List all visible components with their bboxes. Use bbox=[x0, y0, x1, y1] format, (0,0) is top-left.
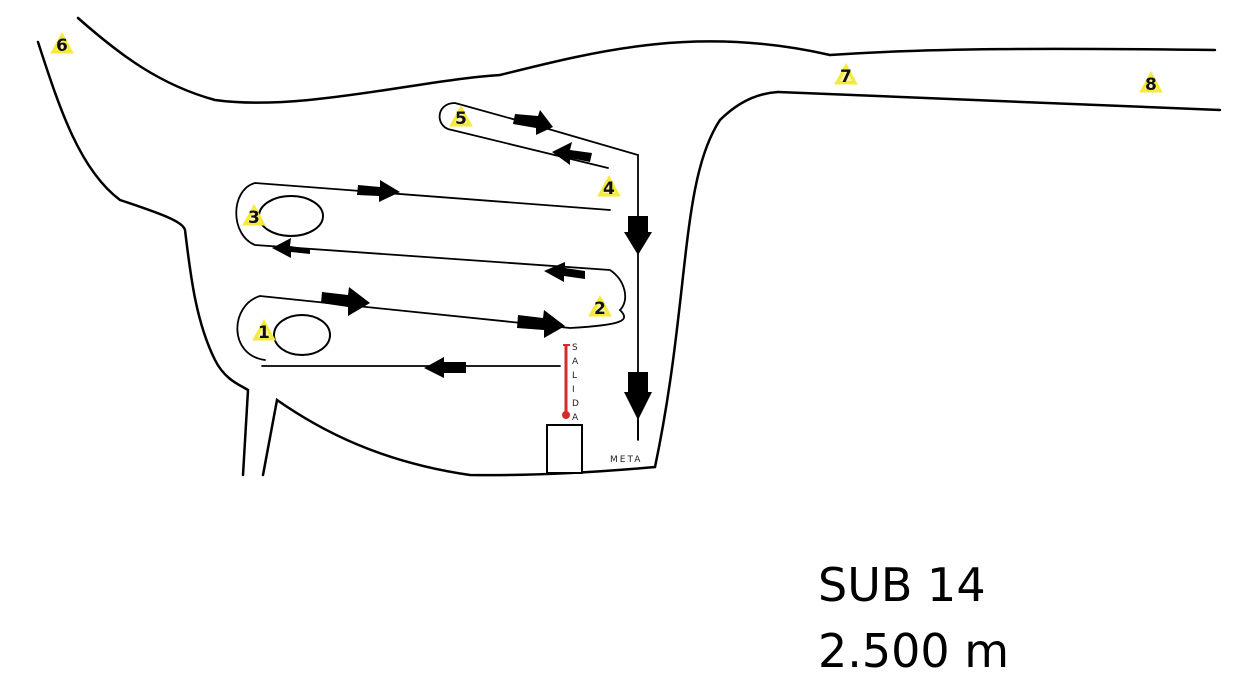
checkpoint-8: 8 bbox=[1139, 71, 1163, 95]
obstacle-oval-1 bbox=[273, 314, 331, 356]
direction-arrows bbox=[272, 110, 652, 420]
upper-road-top-edge bbox=[76, 16, 1217, 104]
svg-text:5: 5 bbox=[455, 109, 467, 129]
loop-5-segment bbox=[438, 102, 639, 169]
checkpoint-1: 1 bbox=[252, 319, 276, 343]
arrow-icon bbox=[517, 310, 565, 338]
start-letter: A bbox=[572, 413, 580, 423]
arrow-icon bbox=[357, 180, 400, 202]
arrow-icon bbox=[272, 238, 310, 258]
start-letter: S bbox=[572, 343, 580, 353]
checkpoint-5: 5 bbox=[449, 105, 473, 129]
distance-label: 2.500 m bbox=[818, 624, 1010, 678]
arrow-icon bbox=[424, 357, 466, 378]
svg-text:8: 8 bbox=[1145, 75, 1157, 95]
arrow-icon bbox=[513, 110, 553, 135]
race-info: SUB 14 2.500 m bbox=[818, 552, 1009, 684]
upper-road-bottom-edge bbox=[776, 90, 1222, 112]
field-left-boundary bbox=[36, 40, 250, 477]
svg-text:3: 3 bbox=[248, 208, 260, 228]
start-label: S A L I D A bbox=[572, 343, 581, 423]
checkpoint-4: 4 bbox=[597, 175, 621, 199]
terrain-outline bbox=[36, 16, 1222, 477]
checkpoint-7: 7 bbox=[834, 63, 858, 87]
arrow-icon bbox=[544, 262, 585, 282]
start-letter: L bbox=[572, 371, 579, 381]
path-exit-edge bbox=[261, 397, 657, 477]
svg-text:4: 4 bbox=[603, 179, 615, 199]
svg-text:1: 1 bbox=[258, 323, 270, 343]
svg-text:2: 2 bbox=[594, 299, 606, 319]
arrow-icon bbox=[624, 372, 652, 420]
arrow-icon bbox=[321, 287, 370, 316]
field-right-boundary bbox=[653, 90, 780, 469]
svg-text:7: 7 bbox=[840, 67, 852, 87]
course-route bbox=[235, 102, 639, 441]
start-marker bbox=[562, 344, 570, 419]
checkpoint-3: 3 bbox=[242, 204, 266, 228]
arrow-icon bbox=[552, 142, 592, 165]
svg-text:6: 6 bbox=[56, 36, 68, 56]
arrow-icon bbox=[624, 216, 652, 255]
loop-1-segment bbox=[236, 295, 625, 361]
checkpoint-6: 6 bbox=[50, 32, 74, 56]
category-label: SUB 14 bbox=[818, 558, 986, 612]
loop-3-segment bbox=[235, 182, 627, 311]
start-letter: I bbox=[572, 385, 577, 395]
checkpoint-2: 2 bbox=[588, 295, 612, 319]
finish-box bbox=[546, 424, 583, 474]
start-letter: D bbox=[572, 399, 581, 409]
finish-label: META bbox=[610, 455, 642, 465]
start-letter: A bbox=[572, 357, 580, 367]
obstacle-oval-3 bbox=[258, 195, 324, 237]
